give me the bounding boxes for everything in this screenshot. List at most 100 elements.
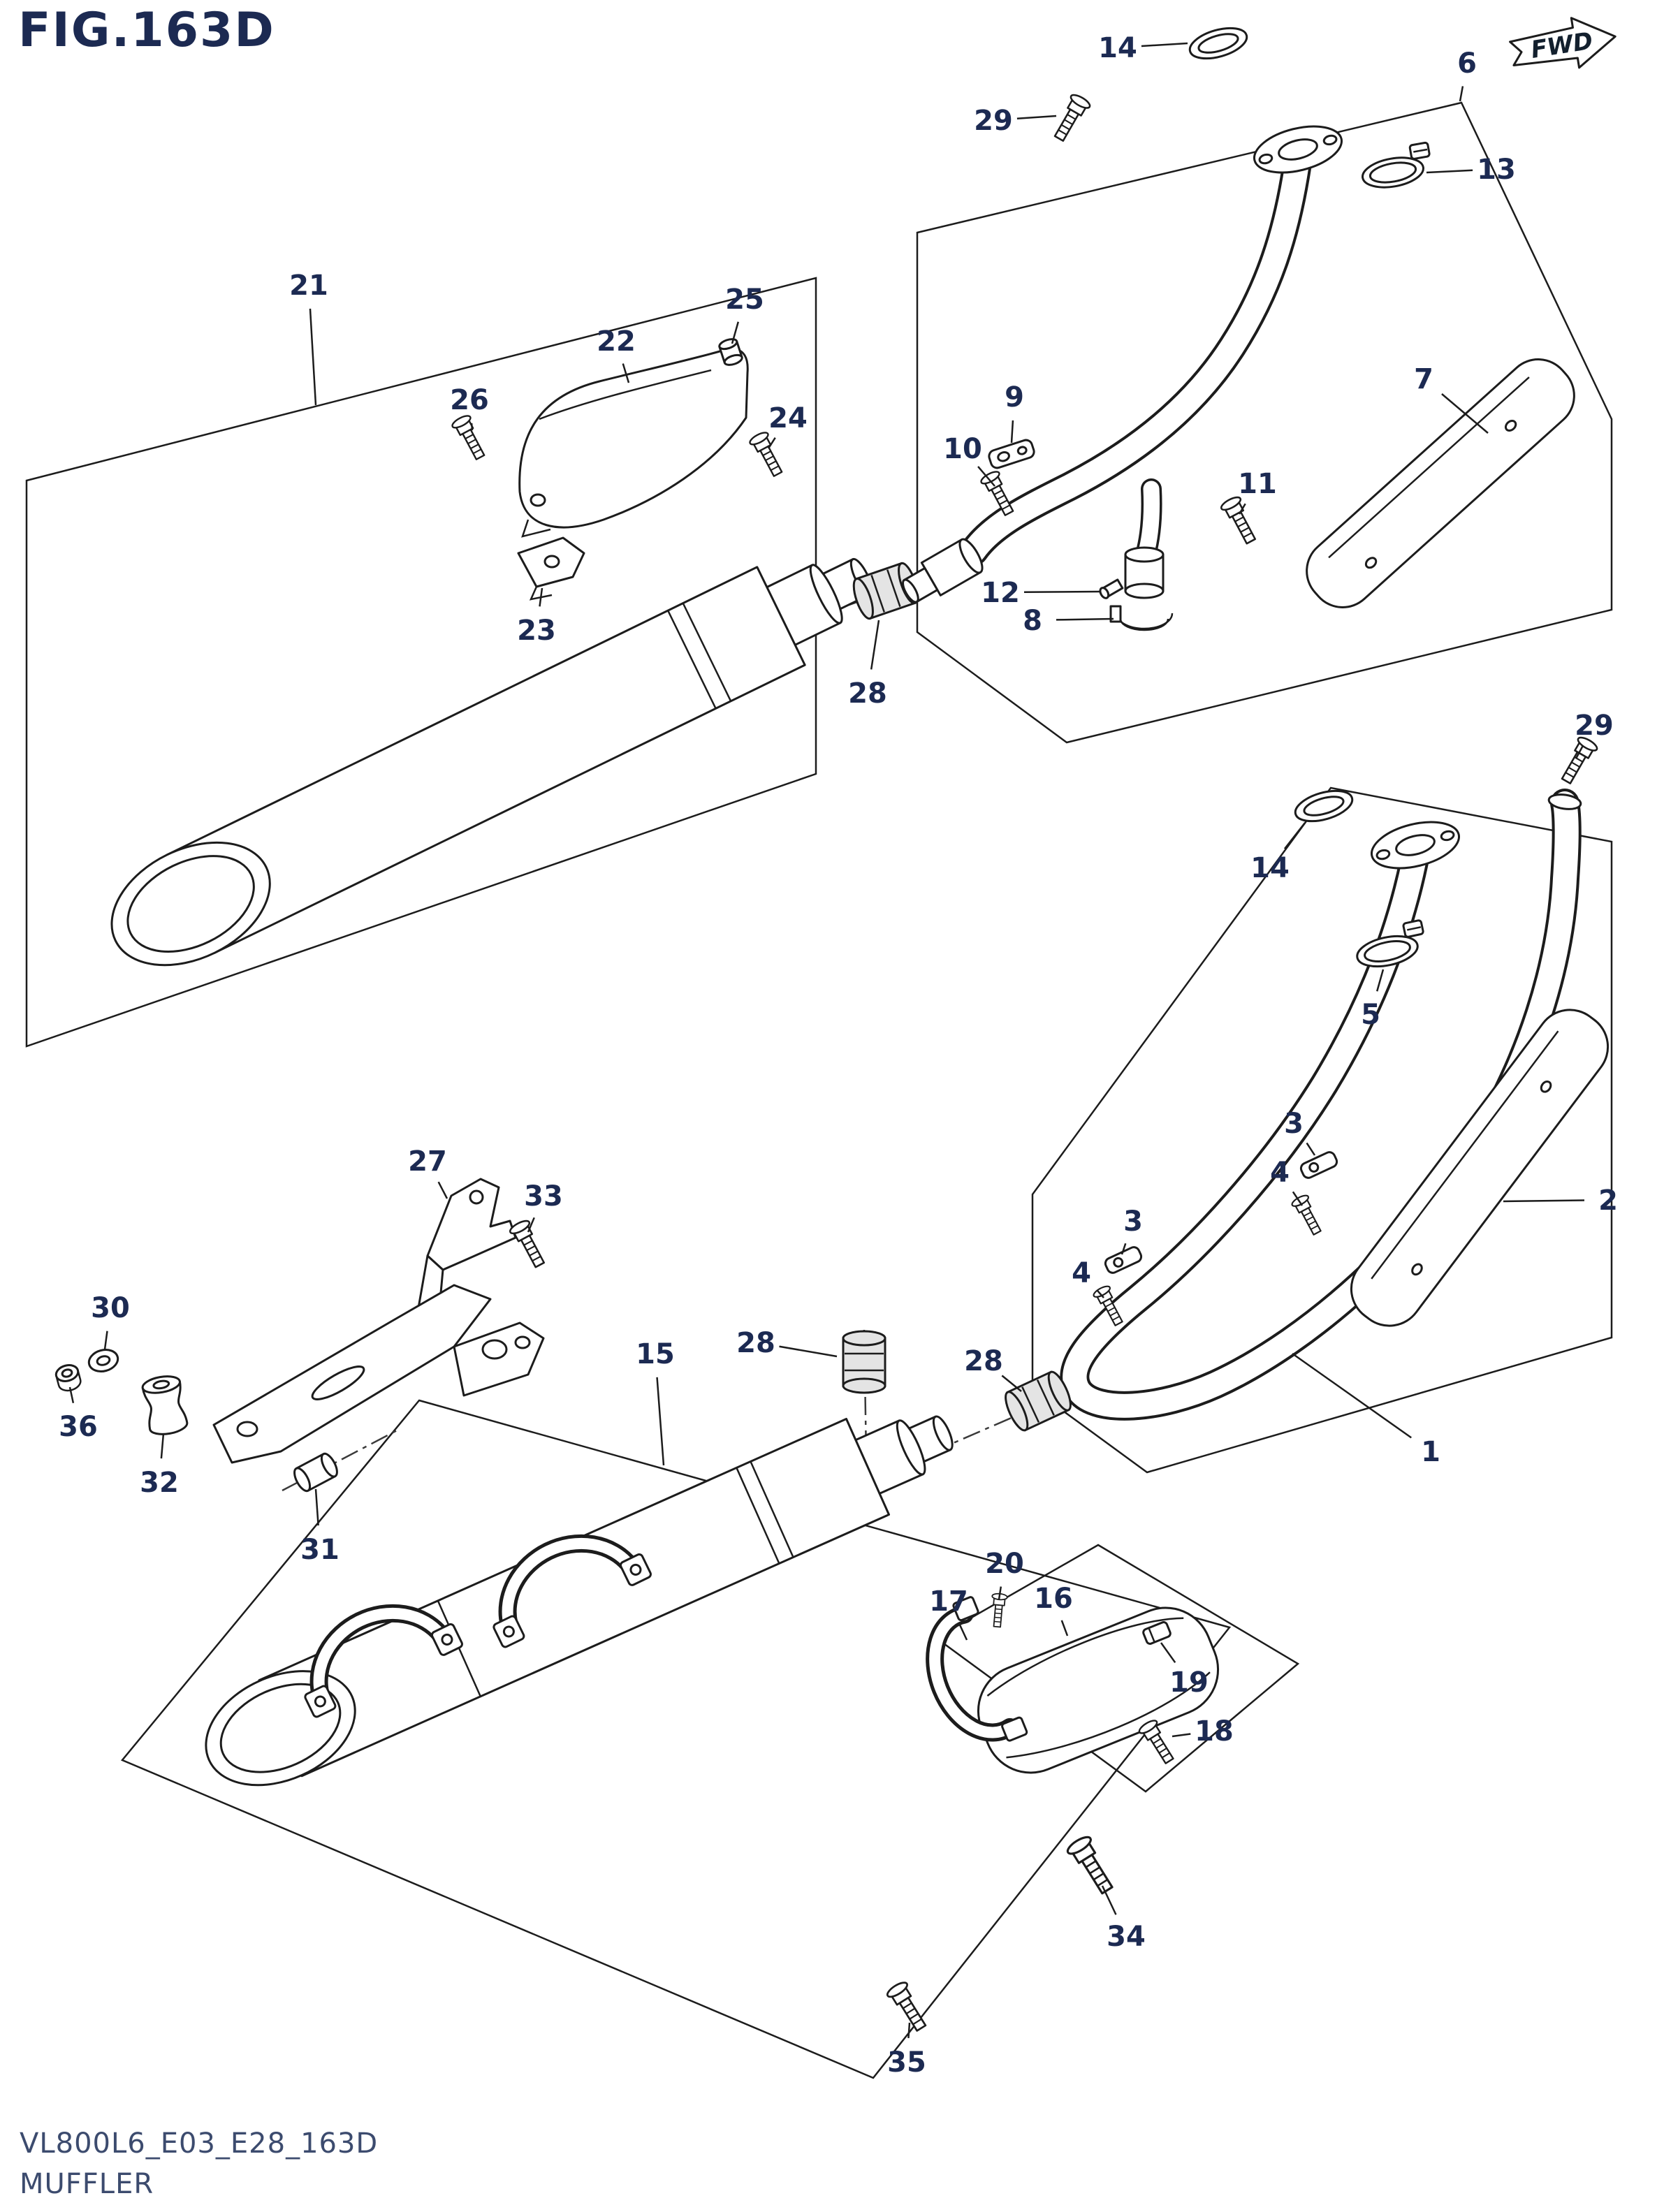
leader-line-18 xyxy=(1172,1733,1191,1738)
mount-bolt xyxy=(1290,1192,1327,1238)
flange-nut xyxy=(54,1364,82,1392)
part-number-36: 36 xyxy=(59,1411,98,1443)
part-number-33: 33 xyxy=(524,1180,563,1213)
leader-line-9 xyxy=(1010,420,1014,444)
flange-bolt xyxy=(1556,734,1600,788)
part-number-22: 22 xyxy=(597,325,636,358)
shield-bolt xyxy=(747,429,788,480)
exhaust-flange xyxy=(1366,812,1465,878)
part-number-11: 11 xyxy=(1238,468,1277,500)
section-box-rear-muffler xyxy=(25,277,817,1048)
part-number-4: 4 xyxy=(1270,1157,1290,1189)
leader-line-20 xyxy=(998,1586,1002,1600)
part-number-32: 32 xyxy=(140,1467,179,1499)
pipe-joint-clamp xyxy=(1109,605,1174,631)
muffler-mount-bracket xyxy=(212,1178,545,1464)
axis-line-spacer xyxy=(282,1428,400,1492)
part-number-8: 8 xyxy=(1023,605,1042,637)
part-number-10: 10 xyxy=(943,433,982,465)
part-number-28: 28 xyxy=(964,1345,1003,1377)
flange-bolt xyxy=(1049,91,1093,145)
pipe-heat-shield-front xyxy=(1350,1009,1610,1327)
leader-line-33 xyxy=(527,1217,535,1233)
pipe-heat-shield-rear xyxy=(1306,358,1575,608)
part-number-27: 27 xyxy=(408,1145,447,1178)
leader-line-23 xyxy=(539,587,543,607)
part-number-14: 14 xyxy=(1098,32,1137,64)
leader-line-3 xyxy=(1306,1142,1316,1156)
leader-line-4 xyxy=(1096,1289,1104,1298)
shield-band xyxy=(926,1596,1028,1742)
leader-line-4 xyxy=(1292,1191,1304,1206)
leader-line-28 xyxy=(1001,1375,1022,1392)
part-number-26: 26 xyxy=(450,384,489,416)
part-number-1: 1 xyxy=(1421,1436,1440,1468)
leader-line-10 xyxy=(977,466,995,487)
part-number-18: 18 xyxy=(1195,1715,1234,1748)
section-box-rear-exhaust-pipe xyxy=(916,101,1613,744)
muffler-cover-shield xyxy=(518,348,749,538)
leader-line-31 xyxy=(314,1488,319,1526)
leader-line-13 xyxy=(1426,169,1473,174)
fwd-arrow: FWD xyxy=(1509,17,1616,69)
figure-title: FIG.163D xyxy=(18,3,275,58)
shield-clip xyxy=(1142,1621,1172,1645)
part-number-7: 7 xyxy=(1414,363,1433,395)
part-number-12: 12 xyxy=(981,577,1020,609)
part-number-3: 3 xyxy=(1123,1206,1143,1238)
clamp-bolt xyxy=(1099,578,1124,599)
part-number-19: 19 xyxy=(1169,1667,1209,1699)
front-muffler-body xyxy=(205,1415,954,1787)
leader-line-27 xyxy=(437,1181,448,1199)
section-box-front-muffler xyxy=(120,1399,1232,2079)
leader-line-14 xyxy=(1283,822,1306,849)
drawing-code: VL800L6_E03_E28_163D xyxy=(20,2127,378,2160)
muffler-mount-bolt xyxy=(884,1979,932,2035)
leader-line-21 xyxy=(309,308,317,406)
leader-line-32 xyxy=(160,1433,165,1459)
exhaust-gasket xyxy=(1290,784,1357,828)
pipe-joint-collar xyxy=(1124,546,1165,599)
leader-line-14 xyxy=(1141,42,1188,47)
part-number-23: 23 xyxy=(517,615,556,647)
leader-line-28 xyxy=(779,1345,838,1358)
pipe-clamp xyxy=(1357,141,1436,193)
part-number-13: 13 xyxy=(1477,154,1516,186)
leader-line-16 xyxy=(1060,1620,1069,1636)
part-number-25: 25 xyxy=(725,284,764,316)
pipe-mount-plate xyxy=(1298,1149,1340,1181)
part-number-9: 9 xyxy=(1005,381,1024,413)
leader-line-17 xyxy=(958,1622,968,1641)
leader-line-11 xyxy=(1238,503,1246,515)
part-number-29: 29 xyxy=(974,105,1013,137)
mount-bolt xyxy=(1218,494,1262,548)
part-number-29: 29 xyxy=(1575,710,1614,742)
part-number-28: 28 xyxy=(736,1327,775,1359)
leader-line-29 xyxy=(1575,745,1584,759)
leader-line-30 xyxy=(103,1331,108,1350)
leader-line-24 xyxy=(767,437,776,449)
part-number-20: 20 xyxy=(985,1548,1024,1580)
muffler-mount-bolt xyxy=(1064,1833,1120,1898)
leader-line-7 xyxy=(1441,393,1489,434)
mounting-grommet xyxy=(141,1375,189,1435)
muffler-connector xyxy=(842,1330,886,1394)
leader-line-22 xyxy=(622,363,630,383)
exhaust-flange xyxy=(1248,117,1348,182)
leader-line-35 xyxy=(907,2022,911,2039)
pipe-open-end xyxy=(1547,793,1582,810)
part-number-3: 3 xyxy=(1284,1108,1304,1140)
part-number-21: 21 xyxy=(289,270,328,302)
pipe-mount-tab xyxy=(988,439,1035,469)
leader-line-15 xyxy=(656,1377,665,1466)
leader-line-25 xyxy=(731,321,739,344)
part-number-30: 30 xyxy=(91,1292,130,1324)
part-number-28: 28 xyxy=(848,677,887,710)
part-number-4: 4 xyxy=(1072,1257,1091,1289)
part-number-24: 24 xyxy=(768,402,808,434)
leader-line-5 xyxy=(1376,969,1385,992)
part-number-14: 14 xyxy=(1250,852,1290,884)
leader-line-6 xyxy=(1459,86,1464,102)
